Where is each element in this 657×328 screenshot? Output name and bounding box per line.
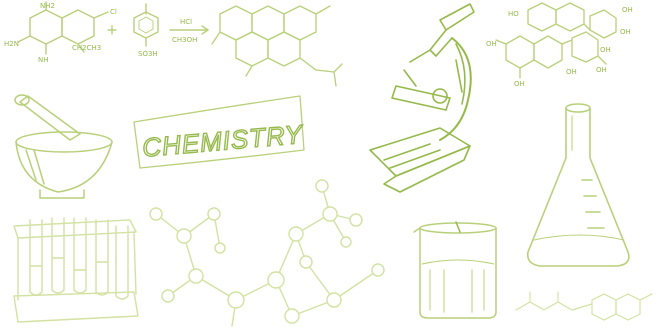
label-nh: NH	[38, 56, 49, 64]
label-ho-1: HO	[508, 10, 519, 18]
beaker-icon	[413, 221, 497, 319]
microscope-icon	[369, 3, 475, 193]
plus-sign-icon	[107, 25, 117, 35]
erlenmeyer-flask-icon	[526, 103, 630, 267]
label-oh-3: OH	[486, 40, 497, 48]
ball-and-stick-molecule-model	[149, 179, 385, 327]
reaction-arrow-icon	[169, 25, 209, 35]
bottom-right-molecule	[515, 291, 653, 321]
label-hcl: HCl	[180, 18, 192, 26]
chemistry-title: CHEMISTRY	[141, 119, 305, 163]
polycyclic-molecule	[211, 5, 343, 87]
label-oh-5: OH	[566, 68, 577, 76]
label-oh-7: OH	[514, 80, 525, 88]
chemistry-banner: CHEMISTRY	[133, 95, 306, 169]
benzene-ring-icon	[133, 3, 159, 47]
label-cl: Cl	[110, 8, 117, 16]
molecule-structure-top-left	[17, 1, 109, 55]
mortar-and-pestle-icon	[14, 94, 113, 199]
label-ch2ch3: CH2CH3	[72, 44, 101, 52]
label-oh-1: OH	[622, 6, 633, 14]
label-oh-4: OH	[600, 46, 611, 54]
label-ch3oh: CH3OH	[172, 36, 197, 44]
label-oh-2: OH	[620, 28, 631, 36]
flavonoid-molecule	[495, 2, 617, 79]
test-tube-rack-icon	[13, 217, 139, 323]
label-so3h: SO3H	[138, 50, 158, 58]
label-oh-6: OH	[596, 66, 607, 74]
label-h2n: H2N	[4, 40, 19, 48]
label-nh2: NH2	[40, 2, 55, 10]
